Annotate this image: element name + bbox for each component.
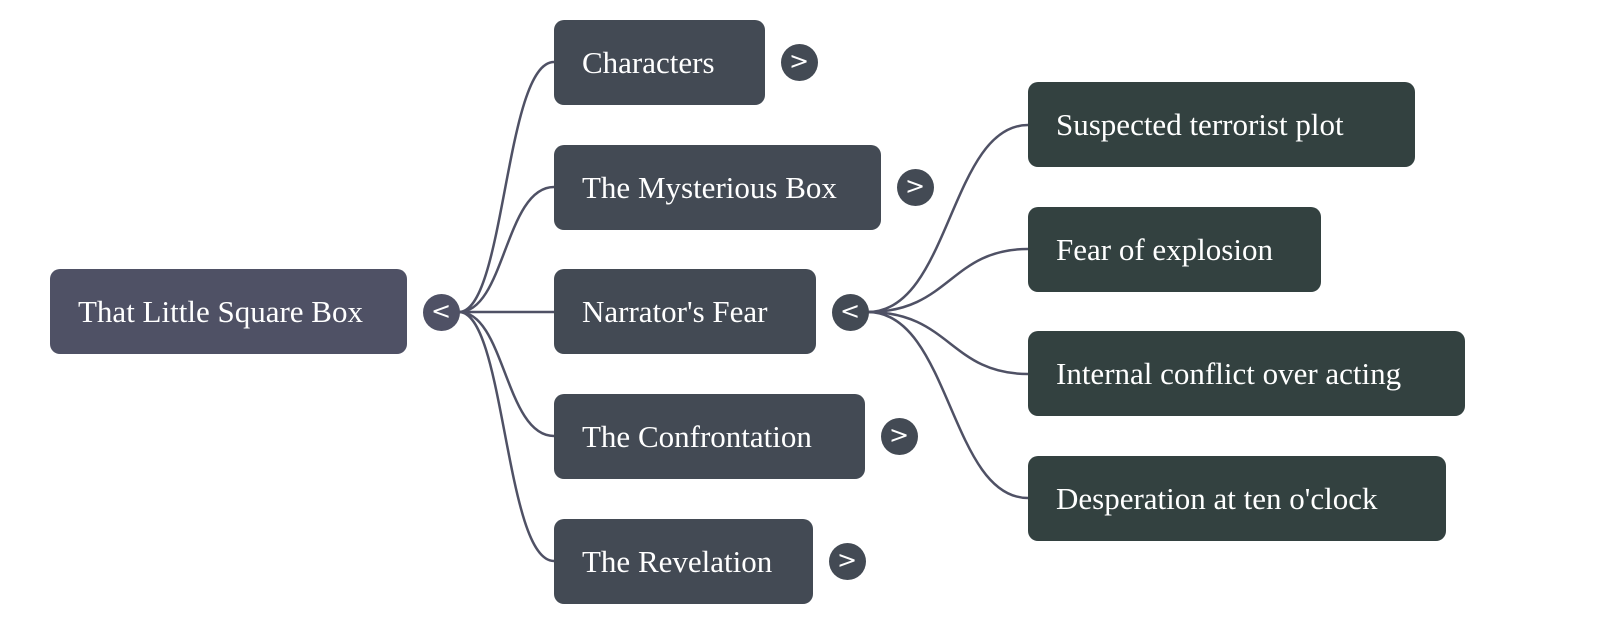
expand-toggle-characters[interactable]: > — [780, 43, 818, 81]
expand-toggle-revelation[interactable]: > — [828, 542, 866, 580]
link-root-mysterious-box — [458, 185, 555, 314]
link-fear-fear-of-explosion — [867, 247, 1029, 314]
expand-toggle-confrontation[interactable]: > — [880, 417, 918, 455]
leaf-node-internal-conflict[interactable]: Internal conflict over acting — [1028, 331, 1465, 416]
link-fear-internal-conflict — [867, 310, 1029, 376]
leaf-node-desperation[interactable]: Desperation at ten o'clock — [1028, 456, 1446, 541]
branch-node-narrators-fear[interactable]: Narrator's Fear — [554, 269, 816, 354]
branch-node-mysterious-box[interactable]: The Mysterious Box — [554, 145, 881, 230]
link-root-confrontation — [458, 310, 555, 438]
root-node[interactable]: That Little Square Box — [50, 269, 407, 354]
leaf-node-suspected-plot[interactable]: Suspected terrorist plot — [1028, 82, 1415, 167]
root-collapse-toggle[interactable]: < — [422, 293, 460, 331]
branch-node-confrontation[interactable]: The Confrontation — [554, 394, 865, 479]
collapse-toggle-narrators-fear[interactable]: < — [831, 293, 869, 331]
link-root-revelation — [458, 310, 555, 563]
link-fear-suspected-plot — [867, 123, 1029, 314]
branch-node-characters[interactable]: Characters — [554, 20, 765, 105]
link-fear-desperation — [867, 310, 1029, 500]
leaf-node-fear-of-explosion[interactable]: Fear of explosion — [1028, 207, 1321, 292]
expand-toggle-mysterious-box[interactable]: > — [896, 168, 934, 206]
link-root-characters — [458, 60, 555, 314]
branch-node-revelation[interactable]: The Revelation — [554, 519, 813, 604]
